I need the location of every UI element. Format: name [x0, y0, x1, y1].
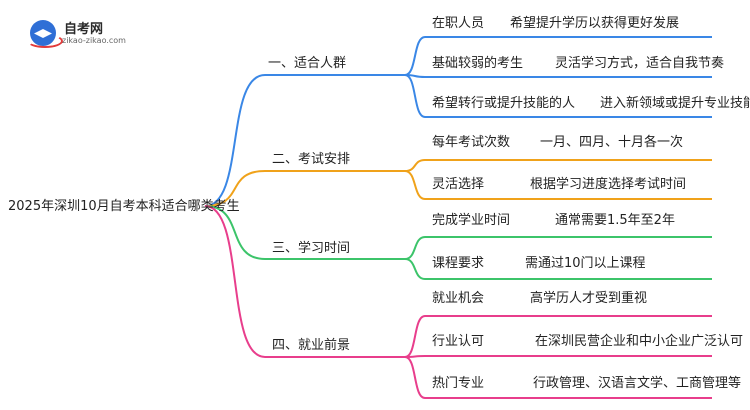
item-key: 课程要求: [432, 256, 485, 271]
sub-branch-line: [404, 159, 426, 172]
item-value: 一月、四月、十月各一次: [540, 135, 684, 150]
category-label: 三、学习时间: [272, 241, 351, 256]
branch-line: [204, 205, 266, 260]
item-value: 根据学习进度选择考试时间: [530, 177, 687, 192]
item-key: 在职人员: [432, 16, 485, 31]
logo-title: 自考网: [64, 22, 104, 37]
item-key: 热门专业: [432, 376, 485, 391]
item-value: 行政管理、汉语言文学、工商管理等: [533, 376, 742, 391]
sub-branch-line: [404, 315, 426, 358]
sub-branch-line: [404, 258, 426, 280]
item-value: 希望提升学历以获得更好发展: [510, 16, 680, 31]
root-topic: 2025年深圳10月自考本科适合哪类考生: [8, 199, 240, 214]
item-key: 希望转行或提升技能的人: [432, 96, 576, 111]
sub-branch-line: [404, 74, 426, 118]
branch-line: [204, 170, 266, 207]
item-key: 每年考试次数: [432, 135, 511, 150]
site-logo: 自考网 zikao-zikao.com: [27, 18, 140, 48]
branch-line: [204, 74, 266, 207]
sub-branch-line: [404, 170, 426, 200]
sub-branch-line: [404, 356, 426, 399]
item-value: 高学历人才受到重视: [530, 291, 648, 306]
item-key: 就业机会: [432, 291, 485, 306]
sub-branch-line: [404, 236, 426, 260]
category-label: 一、适合人群: [268, 56, 347, 71]
category-label: 二、考试安排: [272, 152, 351, 167]
logo-swoosh: [27, 34, 63, 48]
item-key: 基础较弱的考生: [432, 56, 524, 71]
item-key: 灵活选择: [432, 177, 485, 192]
item-value: 进入新领域或提升专业技能: [600, 96, 750, 111]
item-key: 行业认可: [432, 334, 485, 349]
item-value: 灵活学习方式，适合自我节奏: [555, 56, 725, 71]
branch-line: [204, 205, 266, 358]
item-value: 通常需要1.5年至2年: [555, 213, 675, 228]
sub-branch-line: [404, 36, 426, 76]
category-label: 四、就业前景: [272, 338, 351, 353]
logo-subtitle: zikao-zikao.com: [62, 36, 126, 45]
item-key: 完成学业时间: [432, 213, 511, 228]
item-value: 需通过10门以上课程: [525, 256, 646, 271]
item-value: 在深圳民营企业和中小企业广泛认可: [535, 334, 744, 349]
